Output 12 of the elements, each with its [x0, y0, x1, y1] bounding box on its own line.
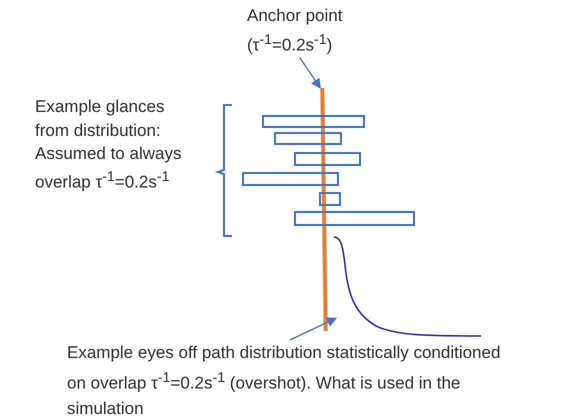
callout-text: Example eyes off path distribution statistically conditioned on overlap τ$^{-1}$=0.2s$^{-1}$ (overshot). What is used in the simulation [67, 340, 522, 418]
distribution-curve [333, 235, 483, 339]
glance-bar [294, 152, 361, 166]
callout-text: Example glances from distribution: Assumed to always overlap τ$^{-1}$=0.2s$^{-1}$ [35, 95, 200, 194]
glance-bar [274, 132, 342, 145]
glance-bar [319, 192, 341, 206]
leader-arrow [290, 318, 337, 341]
glance-bar [294, 211, 415, 226]
callout-text: Anchor point (τ$^{-1}$=0.2s$^{-1}$) [247, 4, 357, 58]
leader-arrow [299, 57, 321, 89]
glance-bar [262, 115, 365, 128]
glance-bar [242, 172, 339, 186]
